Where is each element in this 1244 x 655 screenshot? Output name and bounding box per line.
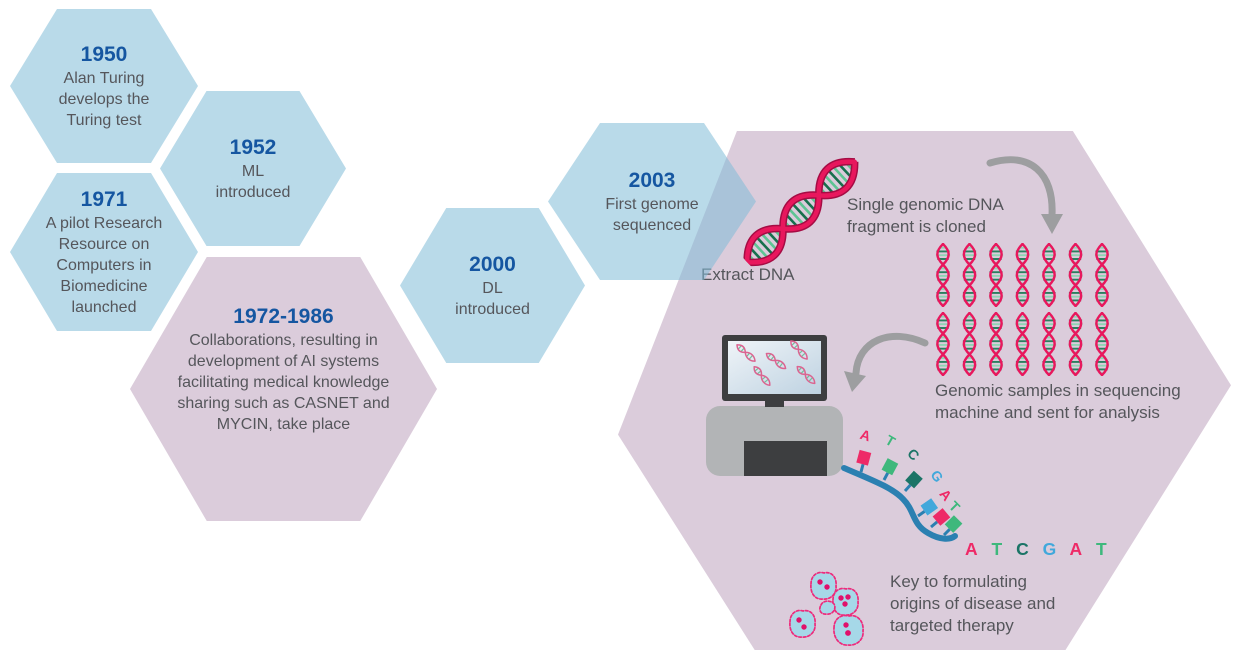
hexagon-text: A pilot Research Resource on Computers i… — [45, 215, 163, 316]
hexagon-text: Alan Turing develops the Turing test — [58, 70, 150, 129]
hexagon-year: 1952 — [229, 136, 277, 159]
hexagon-year: 1971 — [80, 188, 128, 211]
timeline-hexagon-2000: 2000 DL introduced — [400, 208, 585, 363]
hexagon-year: 2003 — [628, 169, 676, 192]
timeline-hexagon-1971: 1971 A pilot Research Resource on Comput… — [10, 173, 198, 331]
timeline-hexagon-1952: 1952 ML introduced — [160, 91, 346, 246]
hexagon-text: Collaborations, resulting in development… — [177, 332, 390, 433]
hexagon-text: DL introduced — [455, 280, 530, 318]
hexagon-text: ML introduced — [215, 163, 291, 201]
timeline-hexagon-1950: 1950 Alan Turing develops the Turing tes… — [10, 9, 198, 163]
hexagon-year: 1972-1986 — [233, 305, 334, 328]
hexagon-text: First genome sequenced — [605, 196, 699, 234]
hexagon-year: 1950 — [80, 43, 128, 66]
timeline-hexagon-1972-1986: 1972-1986 Collaborations, resulting in d… — [130, 257, 437, 521]
timeline-hexagon-2003: 2003 First genome sequenced — [548, 123, 756, 280]
hexagon-year: 2000 — [469, 253, 516, 276]
